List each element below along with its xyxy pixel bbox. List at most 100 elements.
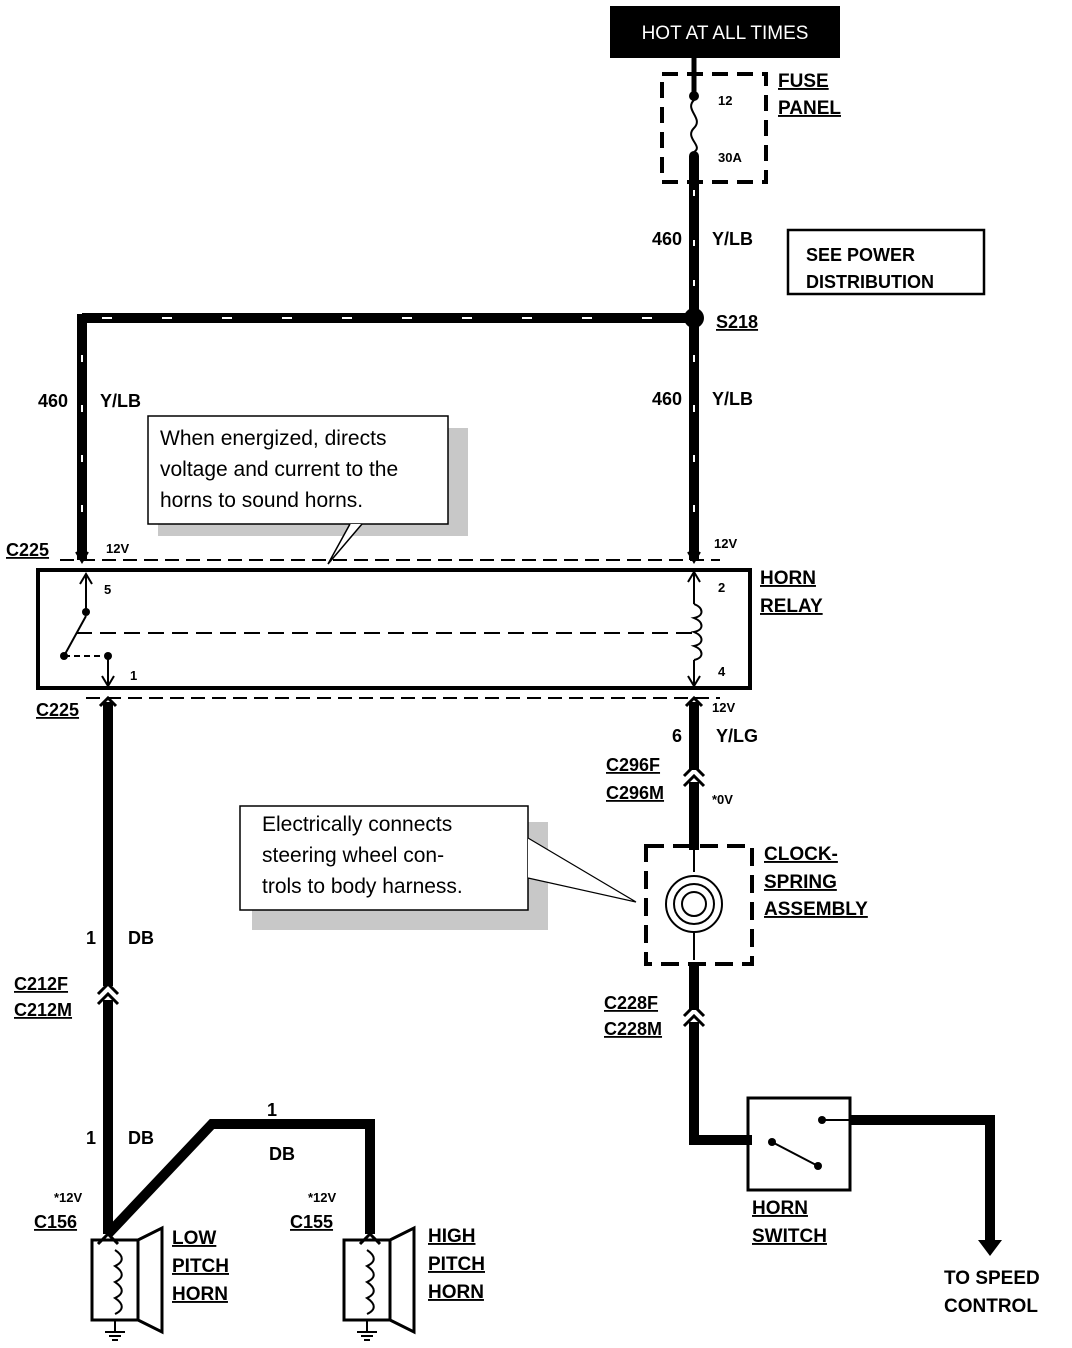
horn-switch-box — [746, 1096, 852, 1192]
w1-lower-circuit: 1 — [86, 1128, 96, 1148]
low-horn-coil — [112, 1249, 123, 1315]
relay-note-1: When energized, directs — [160, 427, 386, 450]
c296-chevron-2 — [682, 773, 706, 788]
c212-chevron-2 — [96, 991, 120, 1006]
horn-switch-title-2: SWITCH — [752, 1226, 827, 1247]
horn-switch-title-1: HORN — [752, 1198, 808, 1219]
c155-voltage: *12V — [308, 1190, 337, 1205]
wire-to-horn-switch — [689, 1022, 752, 1145]
c296-chevron-1 — [682, 763, 706, 778]
relay-connector-bottom-label: C225 — [36, 700, 79, 720]
relay-pin1-arrow — [101, 675, 115, 688]
wire-1-branch — [104, 1119, 375, 1238]
high-horn-title-3: HORN — [428, 1282, 484, 1303]
w460-right-circuit: 460 — [652, 389, 682, 409]
see-power-box — [786, 228, 986, 296]
clockspring-note-box — [239, 805, 529, 911]
clockspring-coil-inner — [681, 891, 707, 917]
relay-pin4: 4 — [718, 664, 726, 679]
clockspring-coil-mid — [673, 883, 715, 925]
relay-connector-top-label: C225 — [6, 540, 49, 560]
relay-note-3: horns to sound horns. — [160, 489, 363, 512]
relay-contact-arrow — [79, 572, 93, 585]
w1-upper-circuit: 1 — [86, 928, 96, 948]
clockspring-note-3: trols to body harness. — [262, 875, 463, 898]
w6-circuit: 6 — [672, 726, 682, 746]
w460-right-color: Y/LB — [712, 389, 753, 409]
fuse-panel-box — [660, 72, 768, 184]
see-power-2: DISTRIBUTION — [806, 272, 934, 292]
clockspring-title-2: SPRING — [764, 872, 837, 893]
w460-left-circuit: 460 — [38, 391, 68, 411]
clockspring-box — [644, 844, 754, 966]
relay-contact-dot — [82, 608, 90, 616]
high-horn-coil — [364, 1249, 375, 1315]
w460-top-color: Y/LB — [712, 229, 753, 249]
fuse-rating: 30A — [718, 150, 742, 165]
c212f-label: C212F — [14, 974, 68, 994]
high-horn-title-2: PITCH — [428, 1254, 485, 1275]
relay-pin-arrow — [75, 551, 89, 564]
relay-note-2: voltage and current to the — [160, 458, 398, 481]
w1-branch-circuit: 1 — [267, 1100, 277, 1120]
clockspring-title-1: CLOCK- — [764, 844, 838, 865]
w1-upper-color: DB — [128, 928, 154, 948]
c155-label: C155 — [290, 1212, 333, 1232]
c296-voltage: *0V — [712, 792, 733, 807]
speed-control-arrow — [978, 1240, 1002, 1256]
clockspring-note-pointer — [527, 837, 637, 903]
horn-switch-dot-2 — [814, 1162, 822, 1170]
horn-relay-box — [36, 568, 752, 690]
speed-control-2: CONTROL — [944, 1296, 1038, 1317]
hot-label-box — [610, 6, 840, 58]
relay-coil — [690, 603, 703, 661]
c296f-label: C296F — [606, 755, 660, 775]
relay-v-right-top: 12V — [714, 536, 737, 551]
relay-pin5: 5 — [104, 582, 111, 597]
relay-note-box — [147, 415, 449, 525]
relay-v-right-bottom: 12V — [712, 700, 735, 715]
relay-title-2: RELAY — [760, 596, 823, 617]
relay-switch-arm — [63, 615, 87, 657]
c212-chevron-1 — [96, 981, 120, 996]
w1-lower-color: DB — [128, 1128, 154, 1148]
w6-color: Y/LG — [716, 726, 758, 746]
w460-left-color: Y/LB — [100, 391, 141, 411]
horn-switch-arm — [771, 1141, 819, 1167]
low-horn-bell — [137, 1225, 164, 1335]
fuse-terminal-top — [689, 91, 699, 101]
c225-pin4-chevron — [684, 695, 704, 708]
relay-coil-arrow — [687, 570, 701, 583]
splice-id: S218 — [716, 312, 758, 332]
relay-pin-arrow — [687, 551, 701, 564]
speed-control-1: TO SPEED — [944, 1268, 1040, 1289]
relay-pin1: 1 — [130, 668, 137, 683]
hot-label: HOT AT ALL TIMES — [642, 23, 809, 44]
high-horn-bell — [389, 1225, 416, 1335]
relay-coil-arrow-bottom — [687, 675, 701, 688]
see-power-1: SEE POWER — [806, 245, 915, 265]
fuse-element — [690, 99, 698, 153]
clockspring-note-2: steering wheel con- — [262, 844, 444, 867]
low-horn-title-3: HORN — [172, 1284, 228, 1305]
low-horn-body — [90, 1238, 140, 1322]
c212m-label: C212M — [14, 1000, 72, 1020]
fuse-title-2: PANEL — [778, 98, 841, 119]
c228m-label: C228M — [604, 1019, 662, 1039]
high-horn-body — [342, 1238, 392, 1322]
c156-label: C156 — [34, 1212, 77, 1232]
w1-branch-color: DB — [269, 1144, 295, 1164]
c225-pin1-chevron — [98, 695, 118, 708]
relay-title-1: HORN — [760, 568, 816, 589]
relay-pin2: 2 — [718, 580, 725, 595]
c156-voltage: *12V — [54, 1190, 83, 1205]
fuse-number: 12 — [718, 93, 732, 108]
wire-to-speed-control — [850, 1115, 995, 1244]
low-horn-title-1: LOW — [172, 1228, 216, 1249]
c228-chevron-1 — [682, 1003, 706, 1018]
relay-note-pointer — [327, 523, 363, 565]
clockspring-title-3: ASSEMBLY — [764, 899, 868, 920]
fuse-title-1: FUSE — [778, 71, 829, 92]
